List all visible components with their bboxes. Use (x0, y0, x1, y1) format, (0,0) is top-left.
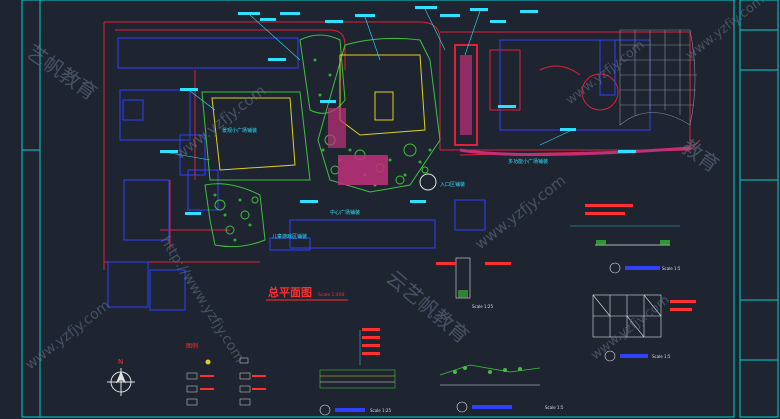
label-landscape: 儿童游戏区铺装 (272, 233, 307, 240)
detail-4-scale: Scale 1:5 (662, 266, 681, 271)
detail-5-label-1 (670, 300, 696, 303)
detail-section-5 (592, 294, 662, 338)
detail-5-scale: Scale 1:5 (652, 354, 671, 359)
detail-2-scale: Scale 1:25 (472, 304, 493, 309)
annotation-labels (160, 6, 636, 215)
legend: 图例 (186, 342, 266, 406)
plaza-areas (328, 44, 691, 191)
fan-plaza (619, 29, 697, 126)
detail-section-2: Scale 1:25 (436, 257, 511, 309)
detail-5-title-bar (620, 354, 648, 358)
label-lobby: 入口区铺装 (440, 181, 465, 188)
detail-3-scale: Scale 1:5 (545, 405, 564, 410)
detail-1-scale: Scale 1:25 (370, 408, 391, 413)
detail-5-label-2 (670, 308, 692, 311)
label-plaza-center: 中心广场铺装 (330, 209, 360, 216)
label-plaza-east: 多功能小广场铺装 (508, 158, 548, 165)
detail-section-1: Scale 1:25 (319, 328, 396, 416)
north-arrow (107, 368, 135, 396)
scale-note: Scale 1:400 (318, 292, 345, 298)
detail-5-marker (604, 350, 616, 362)
detail-vegetation (453, 366, 522, 374)
label-plaza-west: 景观小广场铺装 (222, 127, 257, 134)
drawing-frame (21, 0, 779, 418)
annotation-leaders (169, 8, 571, 161)
north-label: N (118, 358, 123, 366)
detail-section-4: Scale 1:5 (570, 204, 681, 274)
drawing-title: 总平面图 (268, 285, 312, 299)
legend-title: 图例 (186, 342, 198, 350)
